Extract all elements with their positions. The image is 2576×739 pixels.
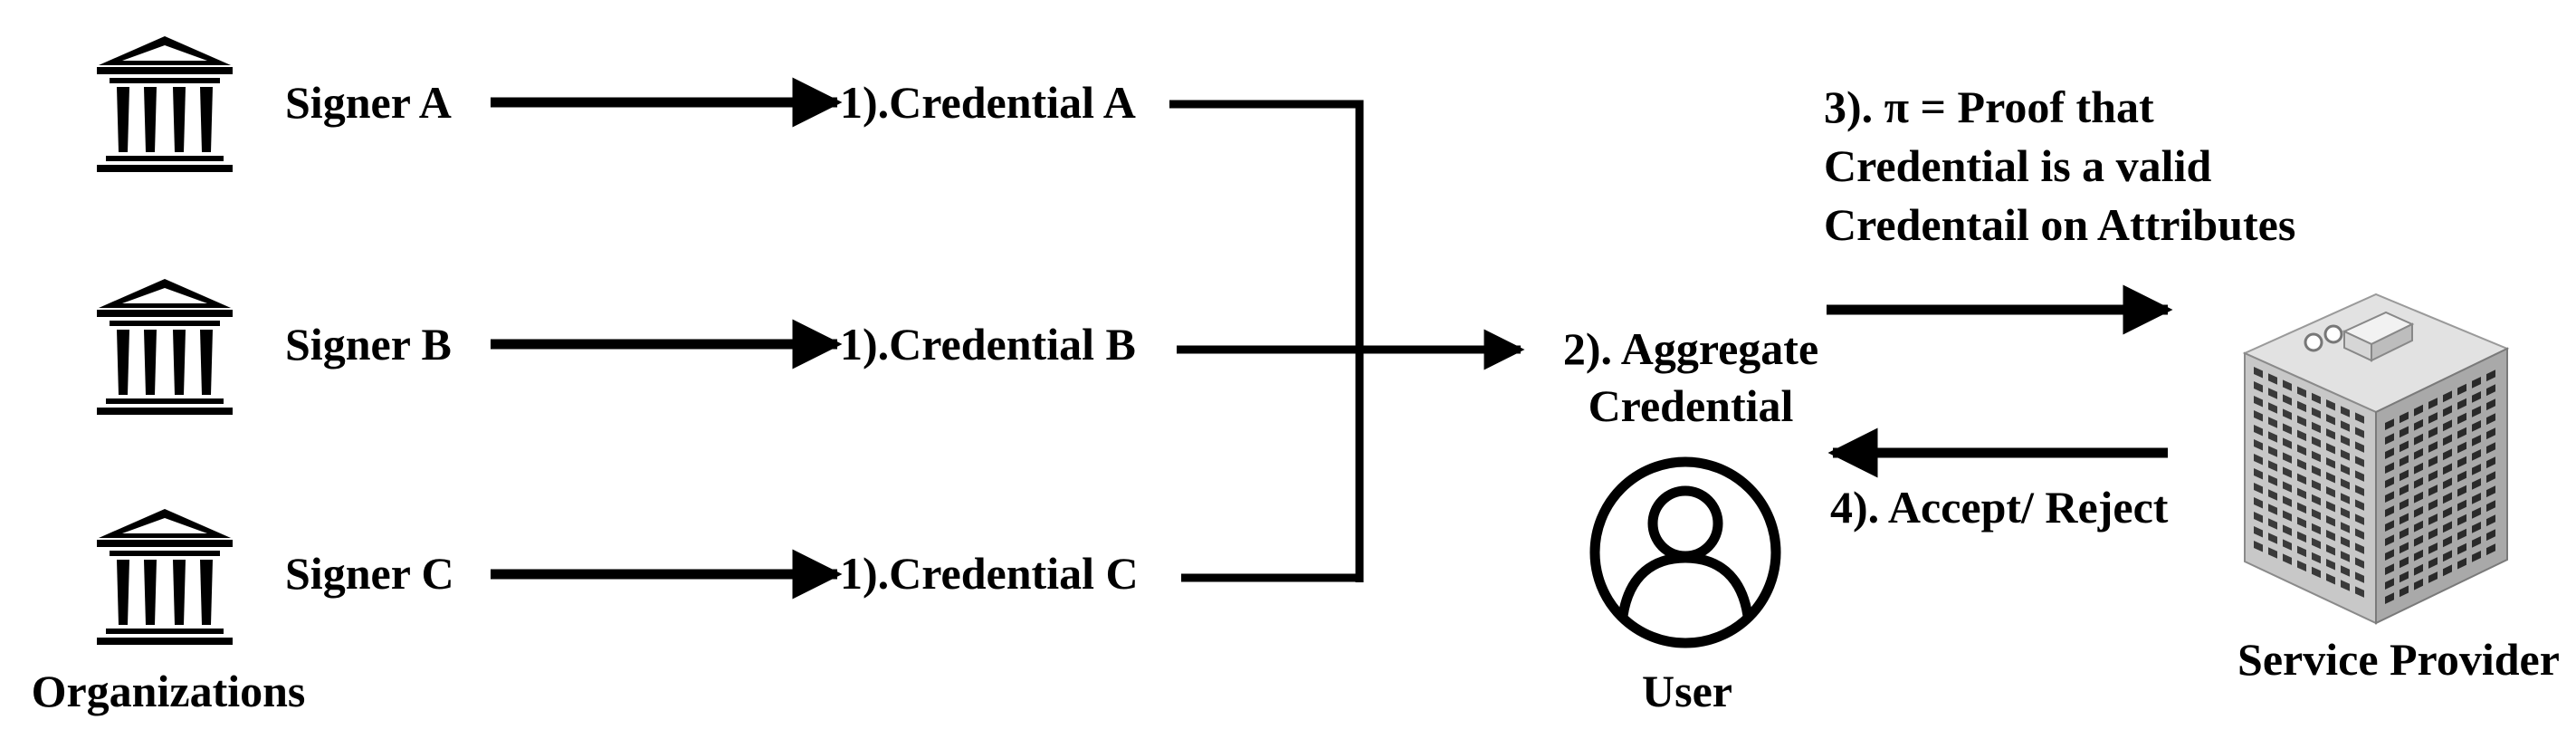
signer-a-label: Signer A	[285, 77, 452, 128]
credential-c-label: 1).Credential C	[840, 548, 1139, 599]
proof-label-line2: Credential is a valid	[1824, 140, 2211, 191]
bank-building-icon	[97, 509, 233, 645]
credential-a-label: 1).Credential A	[840, 77, 1136, 128]
proof-label-line1: 3). π = Proof that	[1824, 82, 2154, 132]
user-caption: User	[1642, 666, 1732, 716]
signer-b-label: Signer B	[285, 319, 452, 370]
credential-b-label: 1).Credential B	[840, 319, 1136, 370]
bank-building-icon	[97, 36, 233, 172]
proof-label-line3: Credentail on Attributes	[1824, 199, 2295, 250]
bank-building-icon	[97, 279, 233, 415]
credential-merge-connector	[1169, 100, 1364, 582]
aggregate-label-line1: 2). Aggregate	[1563, 323, 1818, 374]
service-provider-caption: Service Provider	[2237, 634, 2560, 685]
user-avatar-icon	[1589, 456, 1781, 648]
organizations-caption: Organizations	[32, 666, 306, 716]
accept-reject-label: 4). Accept/ Reject	[1830, 482, 2169, 533]
signer-c-label: Signer C	[285, 548, 454, 599]
office-building-icon	[2242, 293, 2510, 625]
aggregate-label-line2: Credential	[1589, 380, 1794, 431]
